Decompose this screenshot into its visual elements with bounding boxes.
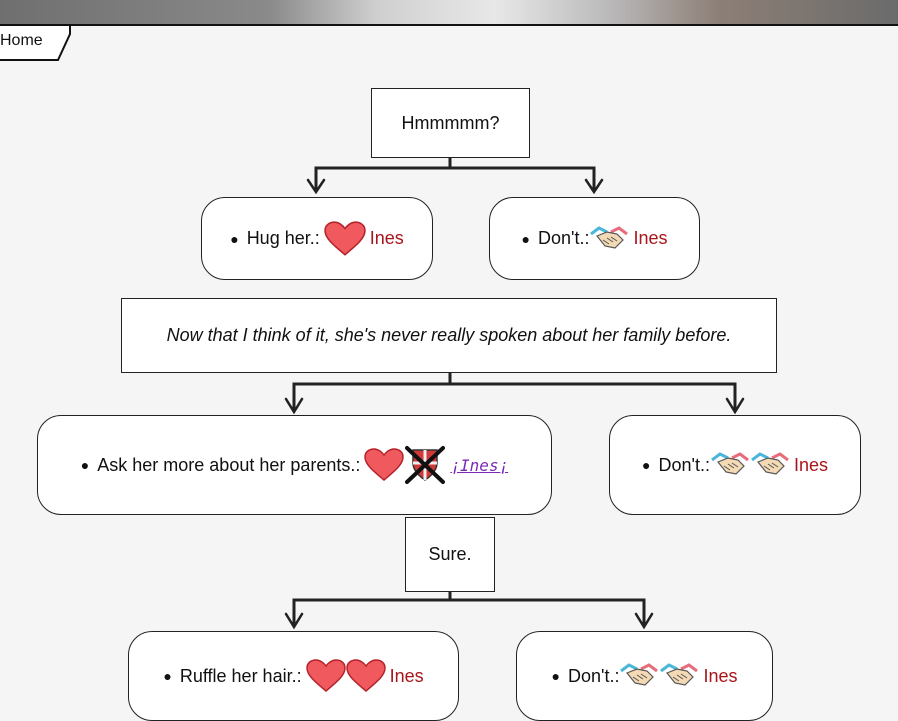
- edge-narr-opt3: [292, 373, 452, 410]
- edge-q1-opt1: [314, 158, 452, 190]
- narration-node: Now that I think of it, she's never real…: [121, 298, 777, 373]
- heart-icon: [364, 448, 405, 481]
- crossed-shield-icon: [405, 446, 446, 484]
- arrowhead: [284, 397, 304, 415]
- edge-q2-opt5: [292, 592, 452, 625]
- arrowhead: [634, 612, 654, 630]
- choice-label: Don't.:: [537, 228, 590, 248]
- bullet-icon: ●: [230, 230, 239, 247]
- bullet-icon: ●: [551, 668, 560, 684]
- edge-q2-opt6: [450, 598, 646, 625]
- question-node-2: Sure.: [405, 517, 495, 592]
- handshake-icon: [590, 225, 629, 249]
- choice-dont-3[interactable]: ● Don't.: Ines: [516, 631, 773, 721]
- bullet-icon: ●: [521, 230, 530, 247]
- question-text: Hmmmmm?: [401, 112, 500, 133]
- choice-label: Don't.:: [567, 665, 620, 686]
- bullet-icon: ●: [80, 457, 90, 473]
- handshake-icon: [660, 663, 699, 686]
- choice-label: Hug her.:: [246, 228, 320, 248]
- choice-ask-parents[interactable]: ● Ask her more about her parents.: ¡Ines…: [37, 415, 552, 515]
- choice-label: Ask her more about her parents.:: [97, 454, 361, 475]
- npc-name: Ines: [793, 454, 828, 475]
- question-node: Hmmmmm?: [371, 88, 530, 158]
- npc-name: Ines: [389, 665, 424, 686]
- heart-icon: [323, 220, 366, 256]
- arrowhead: [584, 178, 604, 195]
- heart-icon: [345, 659, 386, 692]
- home-tab[interactable]: Home: [0, 24, 74, 61]
- bullet-icon: ●: [163, 668, 172, 684]
- question-text: Sure.: [428, 544, 472, 564]
- bullet-icon: ●: [642, 457, 651, 473]
- choice-dont-1[interactable]: ● Don't.: Ines: [489, 197, 700, 280]
- choice-dont-2[interactable]: ● Don't.: Ines: [609, 415, 861, 515]
- heart-icon: [305, 659, 346, 692]
- npc-link[interactable]: ¡Ines¡: [450, 455, 509, 475]
- arrowhead: [284, 612, 304, 630]
- frame-border: [0, 24, 898, 26]
- arrowhead: [306, 178, 326, 195]
- top-image-strip: [0, 0, 898, 26]
- choice-label: Ruffle her hair.:: [179, 665, 302, 686]
- arrowhead: [725, 397, 745, 415]
- npc-name: Ines: [369, 228, 404, 248]
- handshake-icon: [751, 452, 789, 475]
- edge-q1-opt2: [450, 166, 596, 190]
- handshake-icon: [620, 663, 659, 686]
- choice-ruffle-hair[interactable]: ● Ruffle her hair.: Ines: [128, 631, 459, 721]
- choice-hug-her[interactable]: ● Hug her.: Ines: [201, 197, 433, 280]
- tab-shape: [0, 24, 71, 61]
- npc-name: Ines: [633, 228, 668, 248]
- narration-text: Now that I think of it, she's never real…: [166, 325, 732, 345]
- handshake-icon: [711, 452, 749, 475]
- home-tab-label: Home: [0, 32, 43, 49]
- edge-narr-opt4: [450, 382, 737, 410]
- choice-label: Don't.:: [658, 454, 710, 475]
- npc-name: Ines: [703, 665, 738, 686]
